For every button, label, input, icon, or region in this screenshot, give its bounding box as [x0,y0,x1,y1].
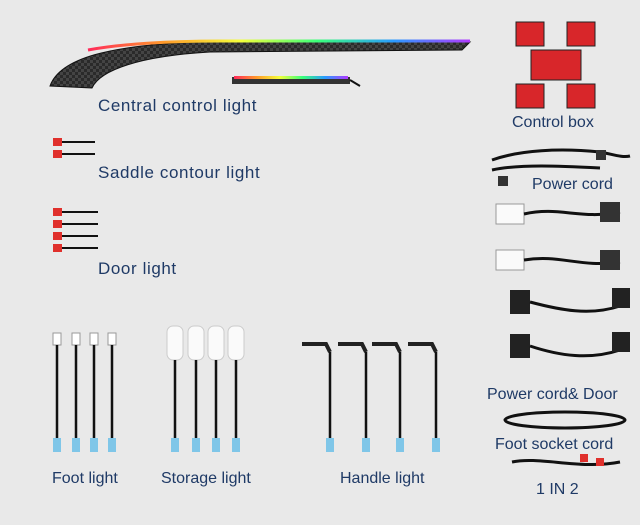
control-box-label: Control box [512,114,594,131]
one-in-two-label: 1 IN 2 [536,481,579,498]
central-control-label: Central control light [98,96,258,115]
storage-light-label: Storage light [161,470,251,487]
power-cord-door-label: Power cord& Door [487,386,618,403]
central-control-light [49,39,472,89]
handle-light-label: Handle light [340,470,425,487]
control-box [515,21,596,109]
handle-light [302,342,440,452]
power-cord-door [495,202,630,358]
saddle-contour-light [53,138,264,158]
foot-socket-cord-label: Foot socket cord [495,436,614,453]
storage-light [166,325,245,452]
power-cord-label: Power cord [532,176,613,193]
door-light [53,208,360,252]
one-in-two-cord [511,454,621,466]
foot-socket-cord [503,410,627,430]
foot-light [52,332,117,452]
foot-light-label: Foot light [52,470,118,487]
power-cord [491,148,631,186]
door-light-label: Door light [98,259,177,278]
saddle-contour-label: Saddle contour light [98,163,261,182]
